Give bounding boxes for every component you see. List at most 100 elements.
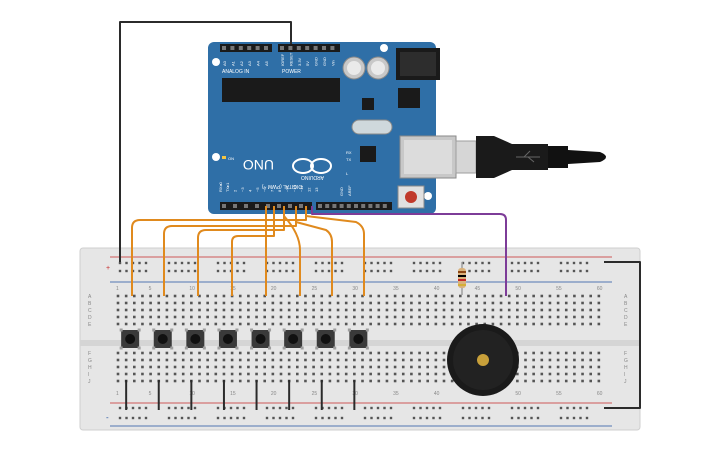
digital-pin-label: ~9 — [284, 187, 289, 192]
wires — [119, 21, 641, 410]
column-number-top: 1 — [116, 286, 119, 292]
digital-pin-label: RX◂0 — [218, 181, 223, 192]
breadboard-power-rails — [110, 256, 612, 427]
aref-label: AREF — [347, 185, 352, 196]
signal-wire[interactable] — [163, 206, 297, 296]
pushbutton[interactable] — [119, 328, 141, 350]
signal-wire[interactable] — [231, 206, 275, 296]
column-number-bottom: 20 — [271, 391, 277, 397]
pushbutton[interactable] — [184, 328, 206, 350]
digital-pin-label: TX▸1 — [225, 182, 230, 192]
row-letter: H — [624, 365, 628, 371]
pushbuttons — [119, 328, 369, 350]
led-on-label: ON — [228, 156, 234, 161]
pushbutton[interactable] — [315, 328, 337, 350]
column-number-bottom: 15 — [230, 391, 236, 397]
digital-pin-label: ~10 — [292, 184, 297, 192]
digital-pin-label: ~11 — [299, 185, 304, 192]
column-number-top: 40 — [434, 286, 440, 292]
pushbutton[interactable] — [152, 328, 174, 350]
power-pin-label: 3.3V — [297, 57, 302, 66]
row-letter: D — [624, 315, 628, 321]
row-letter: F — [88, 351, 91, 357]
atmega-chip — [222, 78, 340, 102]
digital-pin-label: 4 — [247, 189, 252, 192]
row-letter: F — [624, 351, 627, 357]
column-number-bottom: 60 — [597, 391, 603, 397]
digital-pin-label: 7 — [270, 189, 275, 192]
row-letter: E — [624, 322, 628, 328]
row-letter: A — [88, 294, 92, 300]
row-letter: J — [624, 379, 627, 385]
digital-pin-label: 2 — [233, 189, 238, 192]
column-number-bottom: 40 — [434, 391, 440, 397]
row-letter: B — [88, 301, 92, 307]
analog-pin-label: A1 — [230, 60, 235, 66]
signal-wire[interactable] — [305, 206, 365, 296]
row-letter: G — [88, 358, 92, 364]
digital-pin-label: ~3 — [240, 187, 245, 192]
row-letter: H — [88, 365, 92, 371]
column-number-bottom: 35 — [393, 391, 399, 397]
column-number-top: 30 — [352, 286, 358, 292]
ground-wire[interactable] — [119, 21, 292, 262]
row-letter: A — [624, 294, 628, 300]
column-number-top: 60 — [597, 286, 603, 292]
digital-header-label: DIGITAL (PWM ~) — [262, 183, 302, 189]
power-led — [222, 156, 226, 159]
resistor[interactable] — [458, 262, 466, 295]
analog-header-label: ANALOG IN — [222, 69, 250, 75]
pushbutton[interactable] — [282, 328, 304, 350]
column-number-top: 55 — [556, 286, 562, 292]
signal-wire[interactable] — [283, 206, 301, 296]
column-number-bottom: 5 — [149, 391, 152, 397]
row-letter: E — [88, 322, 92, 328]
power-pin-label: IOREF — [280, 53, 285, 66]
rail-minus-bottom: - — [106, 413, 109, 422]
rail-jumper-wire[interactable] — [604, 261, 641, 409]
power-pin-label: GND — [322, 57, 327, 66]
digital-pin-label: ~5 — [255, 187, 260, 192]
analog-pin-label: A3 — [247, 60, 252, 66]
column-number-top: 10 — [189, 286, 195, 292]
column-number-top: 45 — [475, 286, 481, 292]
led-rx-label: RX — [346, 150, 352, 155]
signal-wire[interactable] — [295, 206, 333, 296]
analog-pin-label: A5 — [264, 60, 269, 66]
power-pin-label: 5V — [305, 61, 310, 66]
column-number-top: 50 — [515, 286, 521, 292]
column-number-bottom: 55 — [556, 391, 562, 397]
digital-pin-label: 13 — [314, 187, 319, 192]
gnd-label: GND — [339, 187, 344, 196]
pushbutton[interactable] — [347, 328, 369, 350]
signal-wire[interactable] — [197, 206, 285, 296]
buzzer-signal-wire[interactable] — [311, 206, 507, 296]
signal-wire[interactable] — [131, 206, 307, 296]
arduino-brand-label: ARDUINO — [301, 174, 324, 180]
top-pin-headers — [220, 44, 340, 52]
pushbutton[interactable] — [217, 328, 239, 350]
led-tx-label: TX — [346, 157, 351, 162]
piezo-buzzer[interactable] — [447, 324, 519, 396]
led-l-label: L — [346, 171, 349, 176]
digital-pin-label: ~6 — [262, 187, 267, 192]
column-number-top: 35 — [393, 286, 399, 292]
usb-cable[interactable] — [455, 136, 606, 178]
analog-pin-label: A4 — [256, 60, 261, 66]
row-letter: C — [88, 308, 92, 314]
row-letter: J — [88, 379, 91, 385]
pushbutton[interactable] — [250, 328, 272, 350]
power-pin-label: RESET — [288, 52, 293, 66]
row-letter: I — [624, 372, 625, 378]
row-letter: I — [88, 372, 89, 378]
column-number-bottom: 25 — [312, 391, 318, 397]
analog-pin-label: A0 — [222, 60, 227, 66]
digital-pin-label: 12 — [307, 187, 312, 192]
power-pin-label: Vin — [330, 60, 335, 66]
column-number-top: 25 — [312, 286, 318, 292]
analog-pin-label: A2 — [239, 60, 244, 66]
